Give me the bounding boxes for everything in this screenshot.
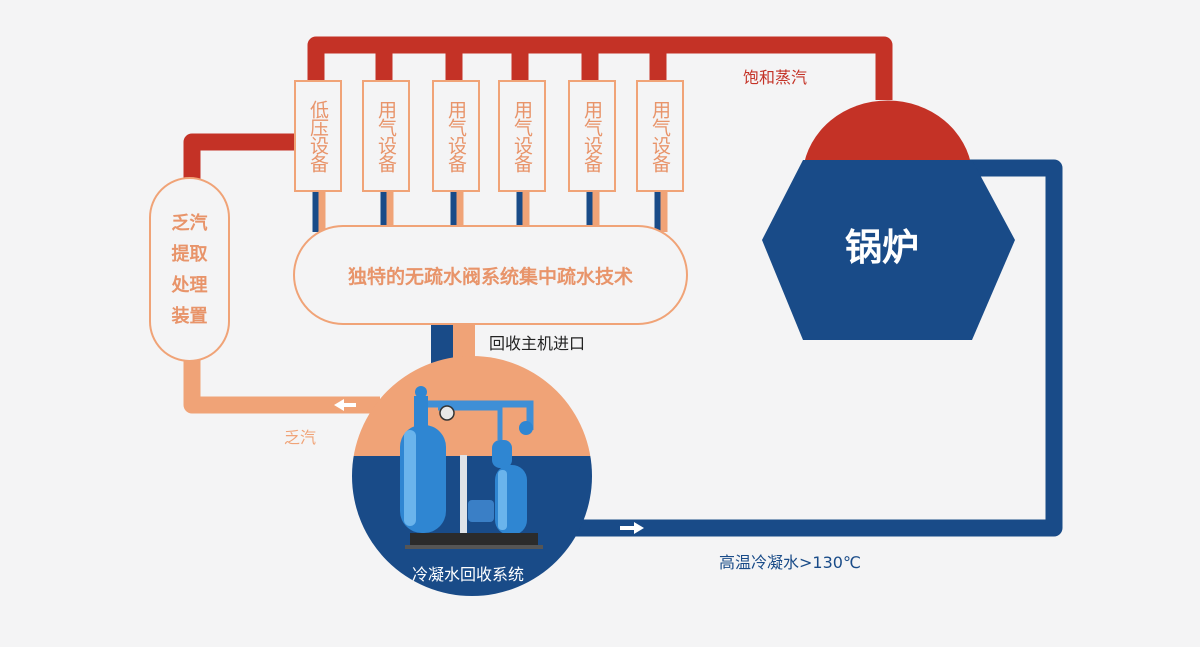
saturated-steam-label: 饱和蒸汽 — [743, 68, 808, 87]
boiler-label: 锅炉 — [845, 226, 919, 269]
boiler-body — [762, 160, 1015, 340]
boiler — [762, 100, 1015, 340]
boiler-steam-dome — [803, 100, 972, 170]
device-steam-user-2: 用气设备 — [432, 80, 480, 192]
device-low-pressure: 低压设备 — [294, 80, 342, 192]
central-tech-label: 独特的无疏水阀系统集中疏水技术 — [347, 265, 633, 288]
flash-steam-feed-pipe — [183, 133, 298, 182]
device-steam-user-5: 用气设备 — [636, 80, 684, 192]
steam-pipes — [307, 36, 893, 100]
condensate-return-pipe — [575, 159, 1063, 537]
high-temp-condensate-label: 高温冷凝水>130℃ — [719, 553, 861, 572]
recovery-system-circle — [352, 356, 592, 596]
flow-arrow-condensate — [620, 522, 644, 534]
device-steam-user-1: 用气设备 — [362, 80, 410, 192]
flash-steam-device: 乏汽提取处理装置 — [149, 177, 230, 362]
recovery-system-label: 冷凝水回收系统 — [412, 565, 525, 584]
flash-device-label: 乏汽提取处理装置 — [171, 212, 208, 327]
return-inlet-label: 回收主机进口 — [489, 334, 586, 353]
condensate-recovery-unit-image — [400, 386, 543, 549]
device-steam-user-3: 用气设备 — [498, 80, 546, 192]
device-steam-user-4: 用气设备 — [568, 80, 616, 192]
central-drainage-capsule: 独特的无疏水阀系统集中疏水技术 — [293, 225, 688, 325]
flash-steam-label: 乏汽 — [284, 428, 317, 447]
flow-arrow-flash — [334, 399, 356, 411]
flash-steam-return-pipe — [183, 355, 380, 414]
